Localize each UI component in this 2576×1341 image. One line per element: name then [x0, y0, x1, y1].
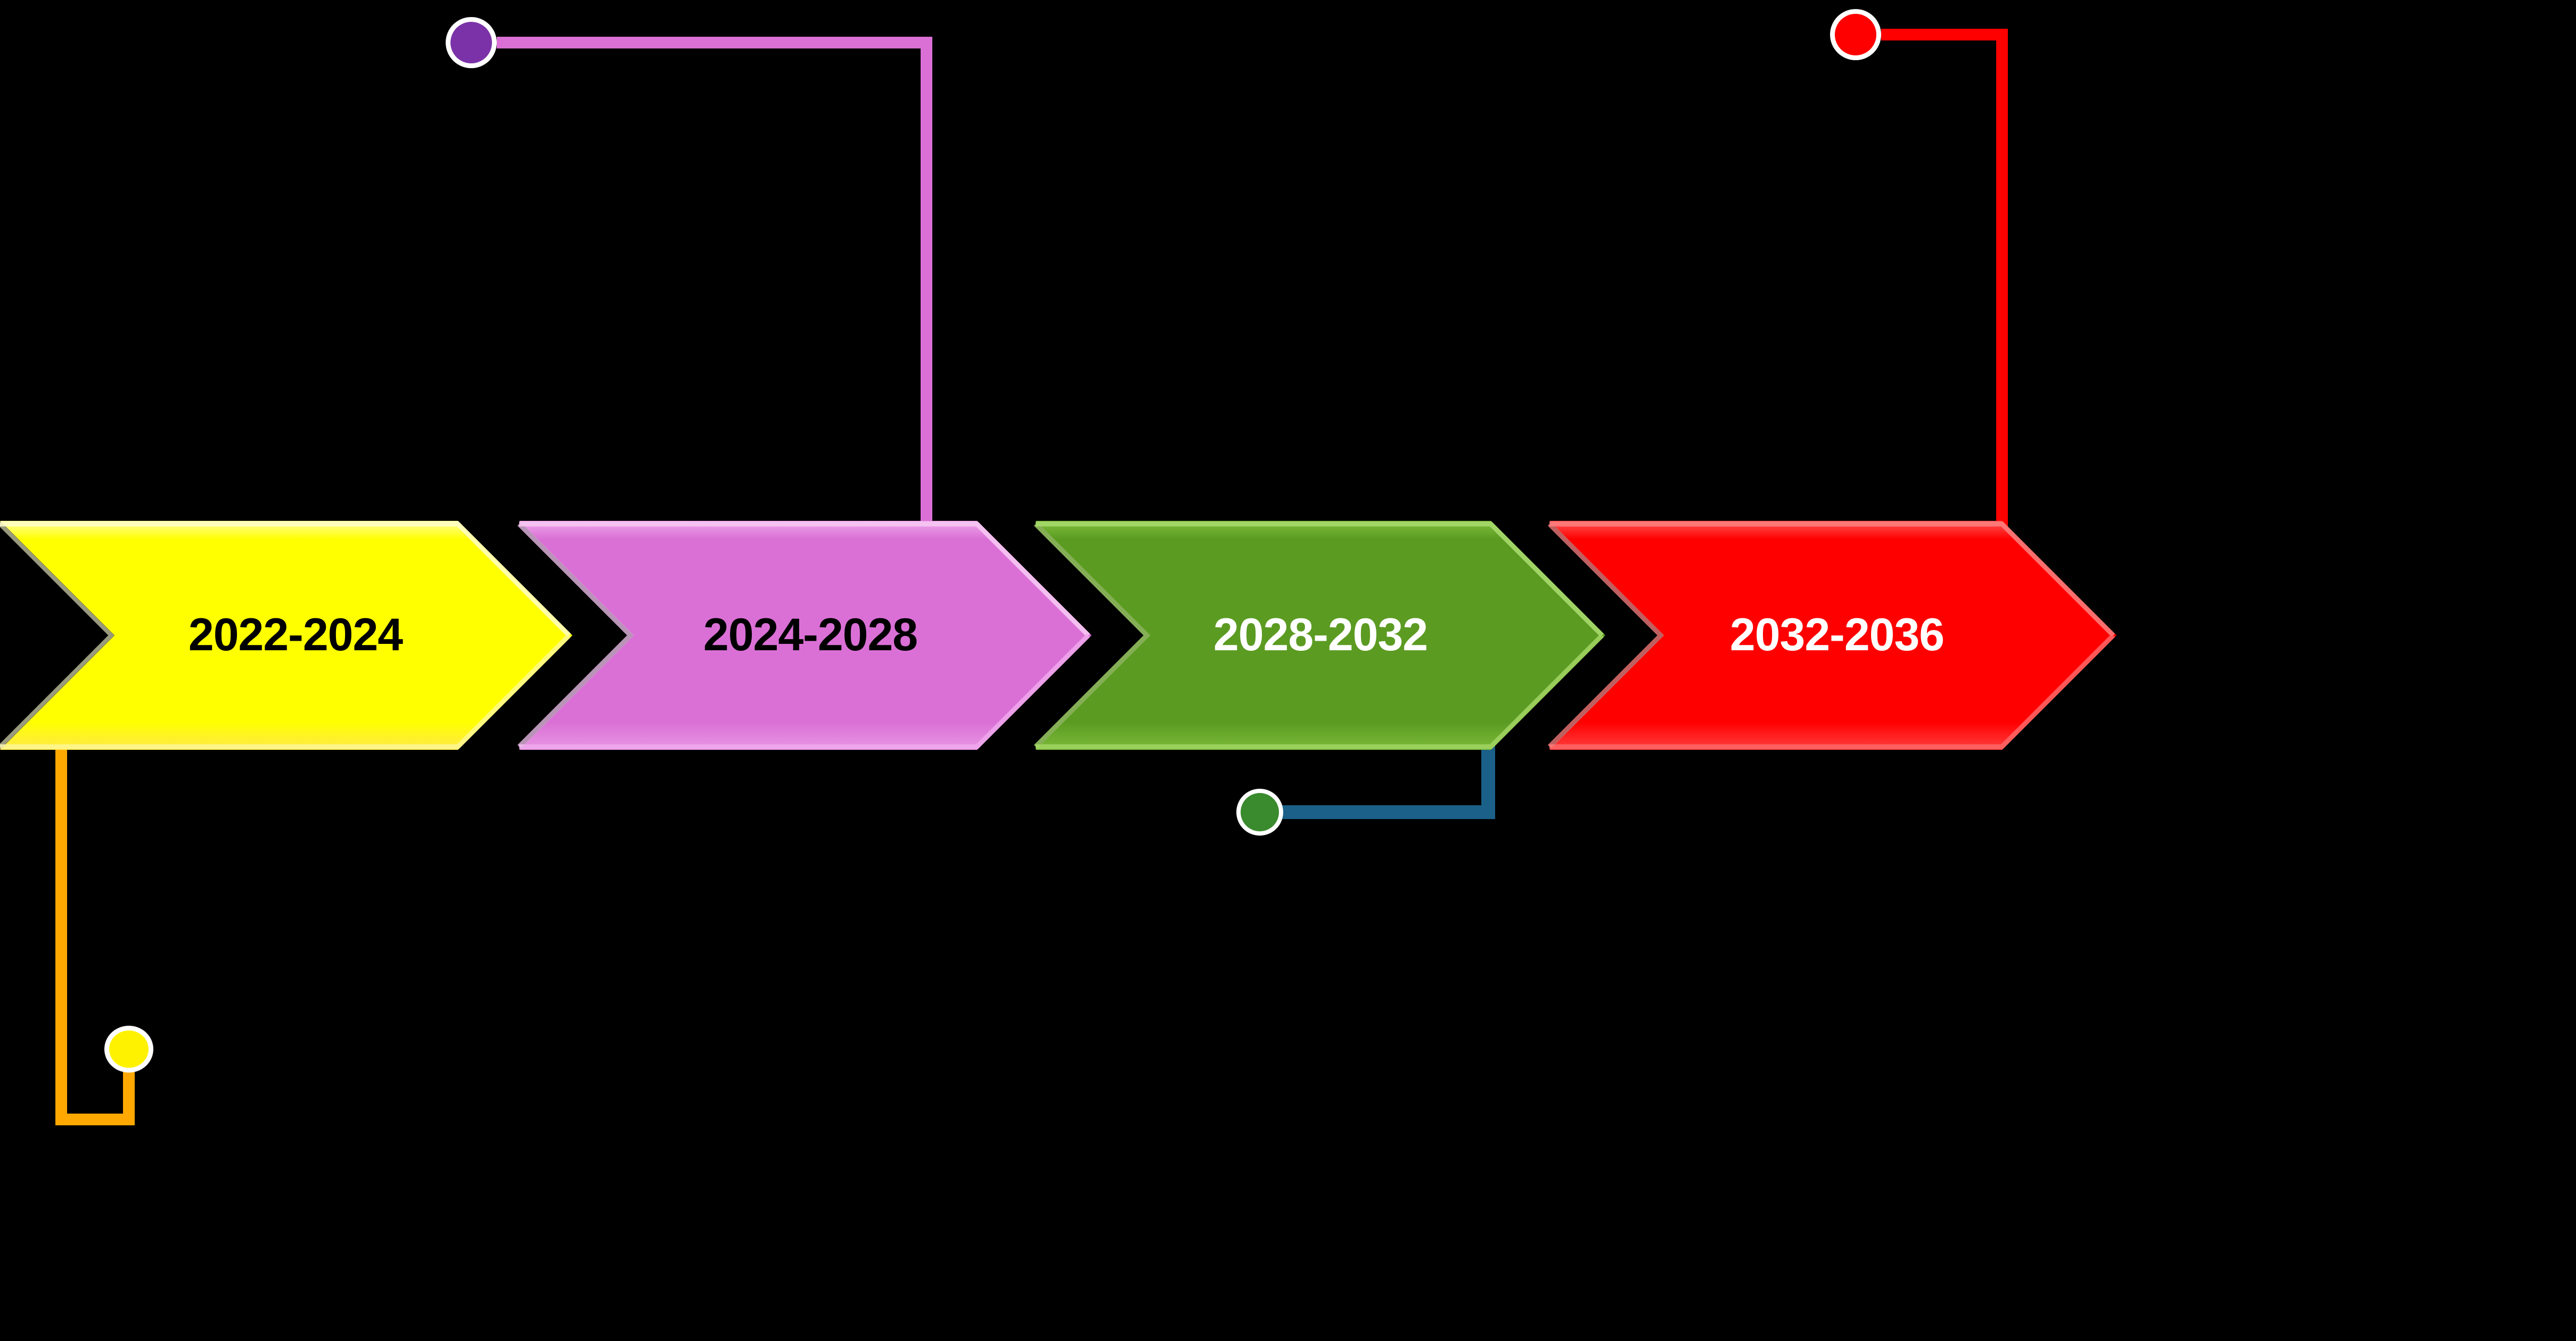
chevron-2028-2032-body: [1036, 521, 1605, 750]
chevron-2032-2036[interactable]: [1547, 521, 2116, 750]
red-node-marker[interactable]: [1835, 14, 1876, 55]
connector-red-line: [1881, 29, 2008, 533]
chevron-2022-2024-bevel-top: [0, 521, 571, 637]
green-node-marker[interactable]: [1241, 793, 1279, 831]
chevron-2024-2028[interactable]: [517, 521, 1092, 750]
chevron-2022-2024-bevel-notch: [0, 522, 114, 748]
connector-orange-bottom[interactable]: [55, 743, 153, 1125]
connector-orange-line: [55, 743, 135, 1125]
chevron-2032-2036-bevel-top: [1549, 521, 2115, 637]
chevron-2032-2036-body: [1549, 521, 2116, 750]
purple-node-marker[interactable]: [450, 22, 492, 63]
connector-purple-top[interactable]: [446, 17, 932, 533]
chevron-2032-2036-bevel-bottom: [1549, 633, 2115, 749]
chevron-2024-2028-bevel-bottom: [519, 633, 1090, 749]
chevron-2024-2028-body: [519, 521, 1092, 750]
chevron-2032-2036-bevel-notch: [1547, 522, 1664, 749]
chevron-2022-2024-bevel-bottom: [0, 633, 571, 749]
chevron-2028-2032-bevel-top: [1036, 521, 1604, 637]
connector-purple-line: [497, 37, 932, 533]
chevron-2028-2032-bevel-notch: [1033, 522, 1151, 749]
chevron-2028-2032[interactable]: [1033, 521, 1605, 750]
chevron-2024-2028-bevel-top: [519, 521, 1090, 637]
chevron-2028-2032-bevel-bottom: [1036, 633, 1604, 749]
chevron-2024-2028-bevel-notch: [517, 522, 634, 749]
chevron-2022-2024[interactable]: [0, 521, 572, 750]
yellow-node-marker[interactable]: [109, 1031, 149, 1068]
connector-red-top[interactable]: [1830, 9, 2008, 533]
chevron-2022-2024-body: [0, 521, 572, 750]
